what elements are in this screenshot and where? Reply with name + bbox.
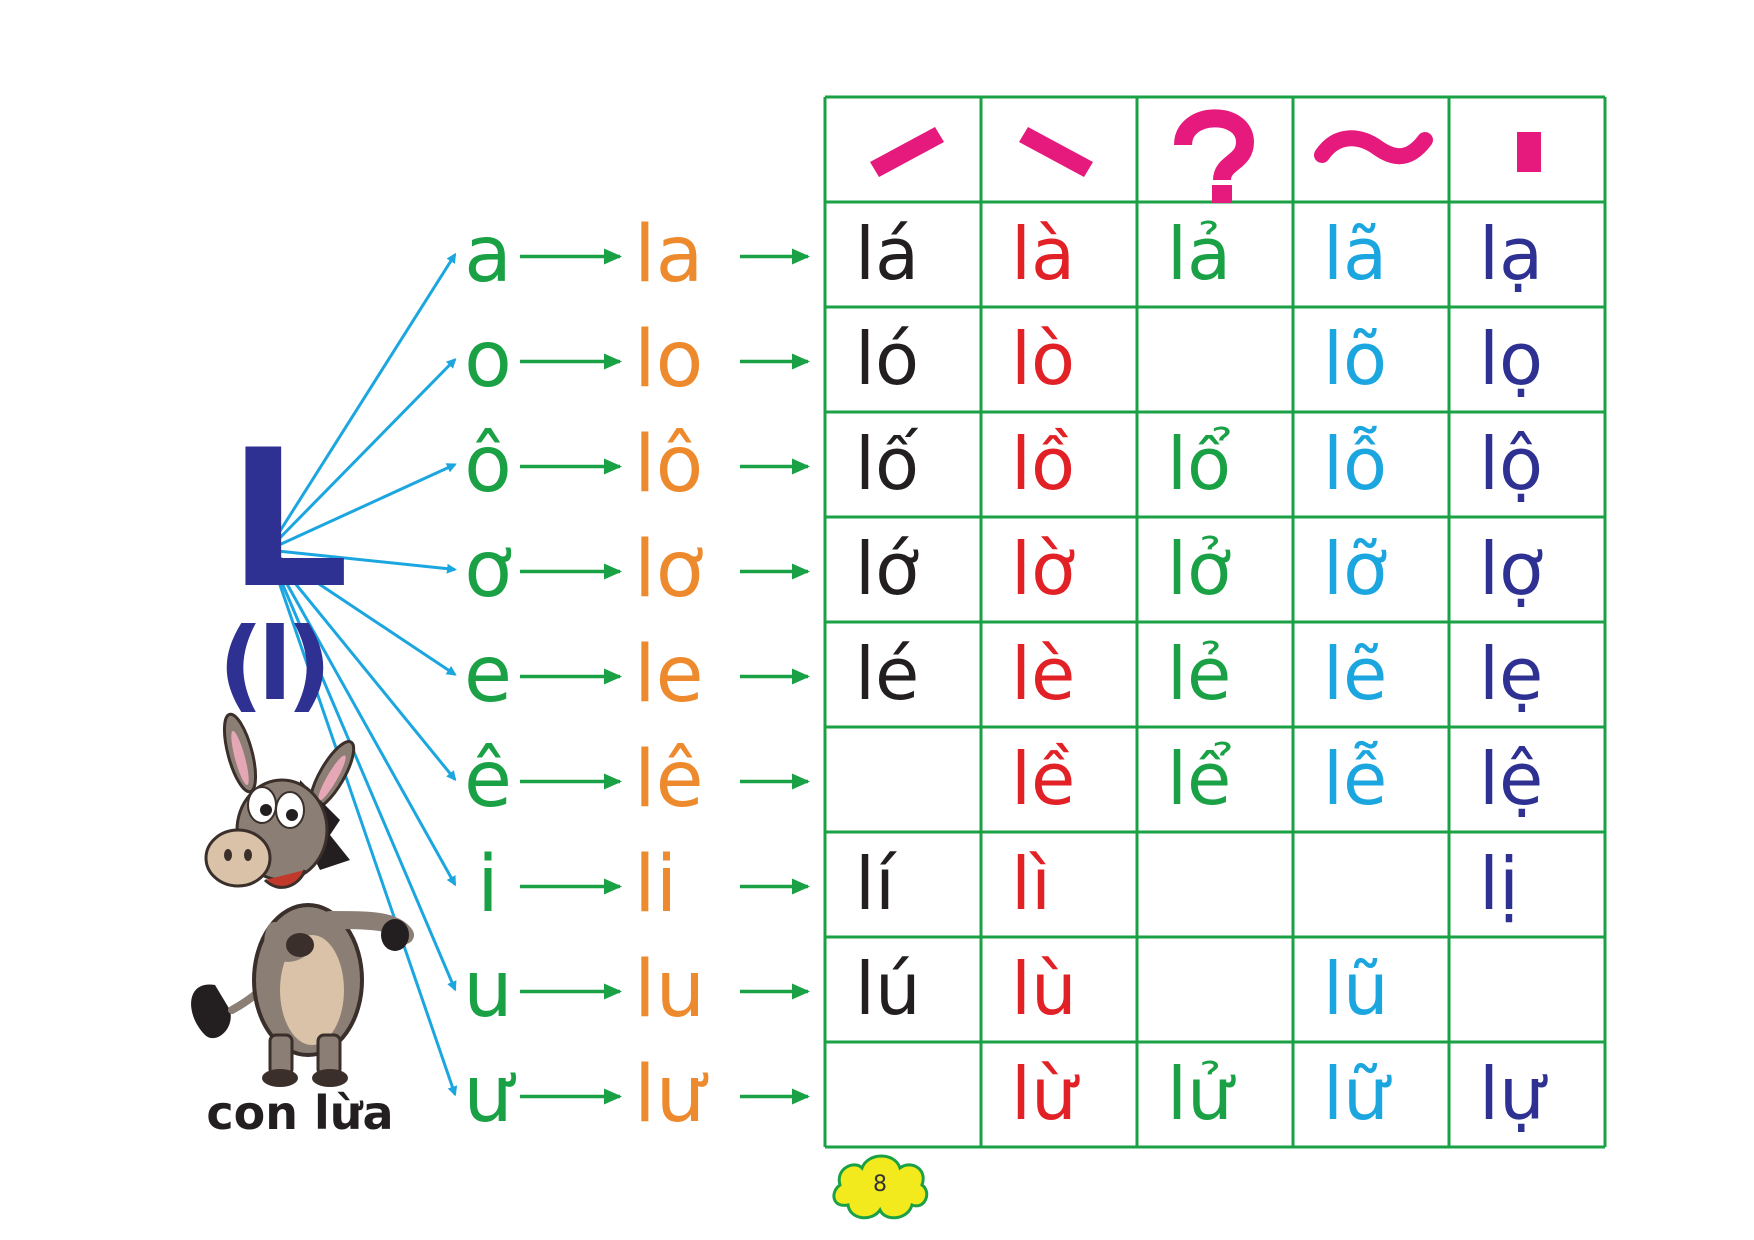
- fan-arrow-6: [266, 549, 457, 887]
- fan-arrow-2: [267, 463, 457, 552]
- tone-cell-7-3: lũ: [1323, 947, 1389, 1031]
- tone-cell-0-2: lả: [1167, 212, 1232, 296]
- fan-arrow-7: [266, 549, 457, 992]
- tone-cell-8-1: lừ: [1011, 1052, 1077, 1136]
- fan-arrow-0: [266, 252, 457, 551]
- tone-cell-7-2: [1137, 937, 1293, 1042]
- fan-arrow-1: [266, 358, 457, 552]
- tone-cell-5-4: lệ: [1479, 737, 1544, 821]
- tone-cell-7-1: lù: [1011, 947, 1077, 1031]
- tone-cell-4-2: lẻ: [1167, 632, 1232, 716]
- syllable-5: lê: [634, 734, 704, 825]
- tone-cell-2-1: lồ: [1011, 422, 1076, 506]
- syllable-0: la: [634, 209, 704, 300]
- fan-arrow-8: [266, 549, 458, 1097]
- hoi-mark-icon: [1174, 109, 1255, 203]
- tone-cell-1-1: lò: [1011, 317, 1076, 401]
- tone-cell-8-4: lự: [1479, 1052, 1545, 1136]
- vowel-4: e: [464, 629, 512, 720]
- tone-cell-3-0: lớ: [855, 527, 920, 611]
- tone-cell-0-4: lạ: [1479, 212, 1544, 296]
- syllable-2: lô: [634, 419, 704, 510]
- tone-cell-6-4: lị: [1479, 842, 1520, 926]
- tone-cell-0-0: lá: [855, 212, 920, 296]
- tone-cell-1-4: lọ: [1479, 317, 1544, 401]
- vowel-1: o: [464, 314, 512, 405]
- tone-cell-0-3: lã: [1323, 212, 1388, 296]
- syllable-8: lư: [634, 1049, 706, 1140]
- syllable-3: lơ: [634, 524, 704, 615]
- tone-cell-2-0: lố: [855, 422, 920, 506]
- tone-cell-4-3: lẽ: [1323, 632, 1388, 716]
- tone-cell-3-3: lỡ: [1323, 527, 1388, 611]
- tone-cell-0-1: là: [1011, 212, 1076, 296]
- vowel-5: ê: [464, 734, 512, 825]
- tone-header-row: [870, 109, 1541, 203]
- vowel-7: u: [463, 944, 513, 1035]
- huyen-mark-icon: [1019, 127, 1093, 177]
- tone-cell-2-3: lỗ: [1323, 422, 1388, 506]
- tone-cell-1-3: lõ: [1323, 317, 1388, 401]
- tone-cell-7-0: lú: [855, 947, 921, 1031]
- tone-cell-3-4: lợ: [1479, 527, 1544, 611]
- vowel-3: ơ: [464, 524, 512, 615]
- syllable-6: li: [634, 839, 678, 930]
- fan-arrow-5: [266, 549, 457, 782]
- vowel-6: i: [477, 839, 499, 930]
- tone-cell-2-4: lộ: [1479, 422, 1544, 506]
- syllable-4: le: [634, 629, 704, 720]
- tone-cell-5-1: lề: [1011, 737, 1076, 821]
- fan-arrow-3: [267, 548, 457, 574]
- page-number: 8: [873, 1172, 887, 1197]
- tone-cell-6-0: lí: [855, 842, 896, 926]
- mascot-caption: con lừa: [206, 1086, 394, 1140]
- tone-cell-3-2: lở: [1167, 527, 1232, 611]
- fan-arrow-4: [267, 548, 457, 676]
- tone-cell-4-0: lé: [855, 632, 920, 716]
- tone-cell-6-2: [1137, 832, 1293, 937]
- tone-cell-3-1: lờ: [1011, 527, 1076, 611]
- vowel-8: ư: [463, 1049, 513, 1140]
- tone-cell-1-0: ló: [855, 317, 920, 401]
- tone-cell-6-1: lì: [1011, 842, 1052, 926]
- vowel-0: a: [464, 209, 512, 300]
- tone-cell-6-3: [1293, 832, 1449, 937]
- tone-cell-4-1: lè: [1011, 632, 1076, 716]
- consonant-lowercase: (l): [218, 606, 332, 723]
- tone-cell-5-0: [825, 727, 981, 832]
- tone-cell-5-3: lễ: [1323, 737, 1388, 821]
- nang-mark-icon: [1517, 132, 1541, 172]
- syllable-1: lo: [634, 314, 704, 405]
- tone-cell-4-4: lẹ: [1479, 632, 1544, 716]
- syllable-7: lu: [634, 944, 706, 1035]
- tone-cell-5-2: lể: [1167, 737, 1232, 821]
- nga-mark-icon: [1314, 130, 1433, 165]
- tone-cell-8-0: [825, 1042, 981, 1147]
- tone-cell-8-2: lử: [1167, 1052, 1233, 1136]
- tone-cell-1-2: [1137, 307, 1293, 412]
- tone-cell-2-2: lổ: [1167, 422, 1232, 506]
- sac-mark-icon: [870, 127, 944, 177]
- tone-cell-8-3: lữ: [1323, 1052, 1389, 1136]
- vowel-2: ô: [464, 419, 512, 510]
- tone-cell-7-4: [1449, 937, 1605, 1042]
